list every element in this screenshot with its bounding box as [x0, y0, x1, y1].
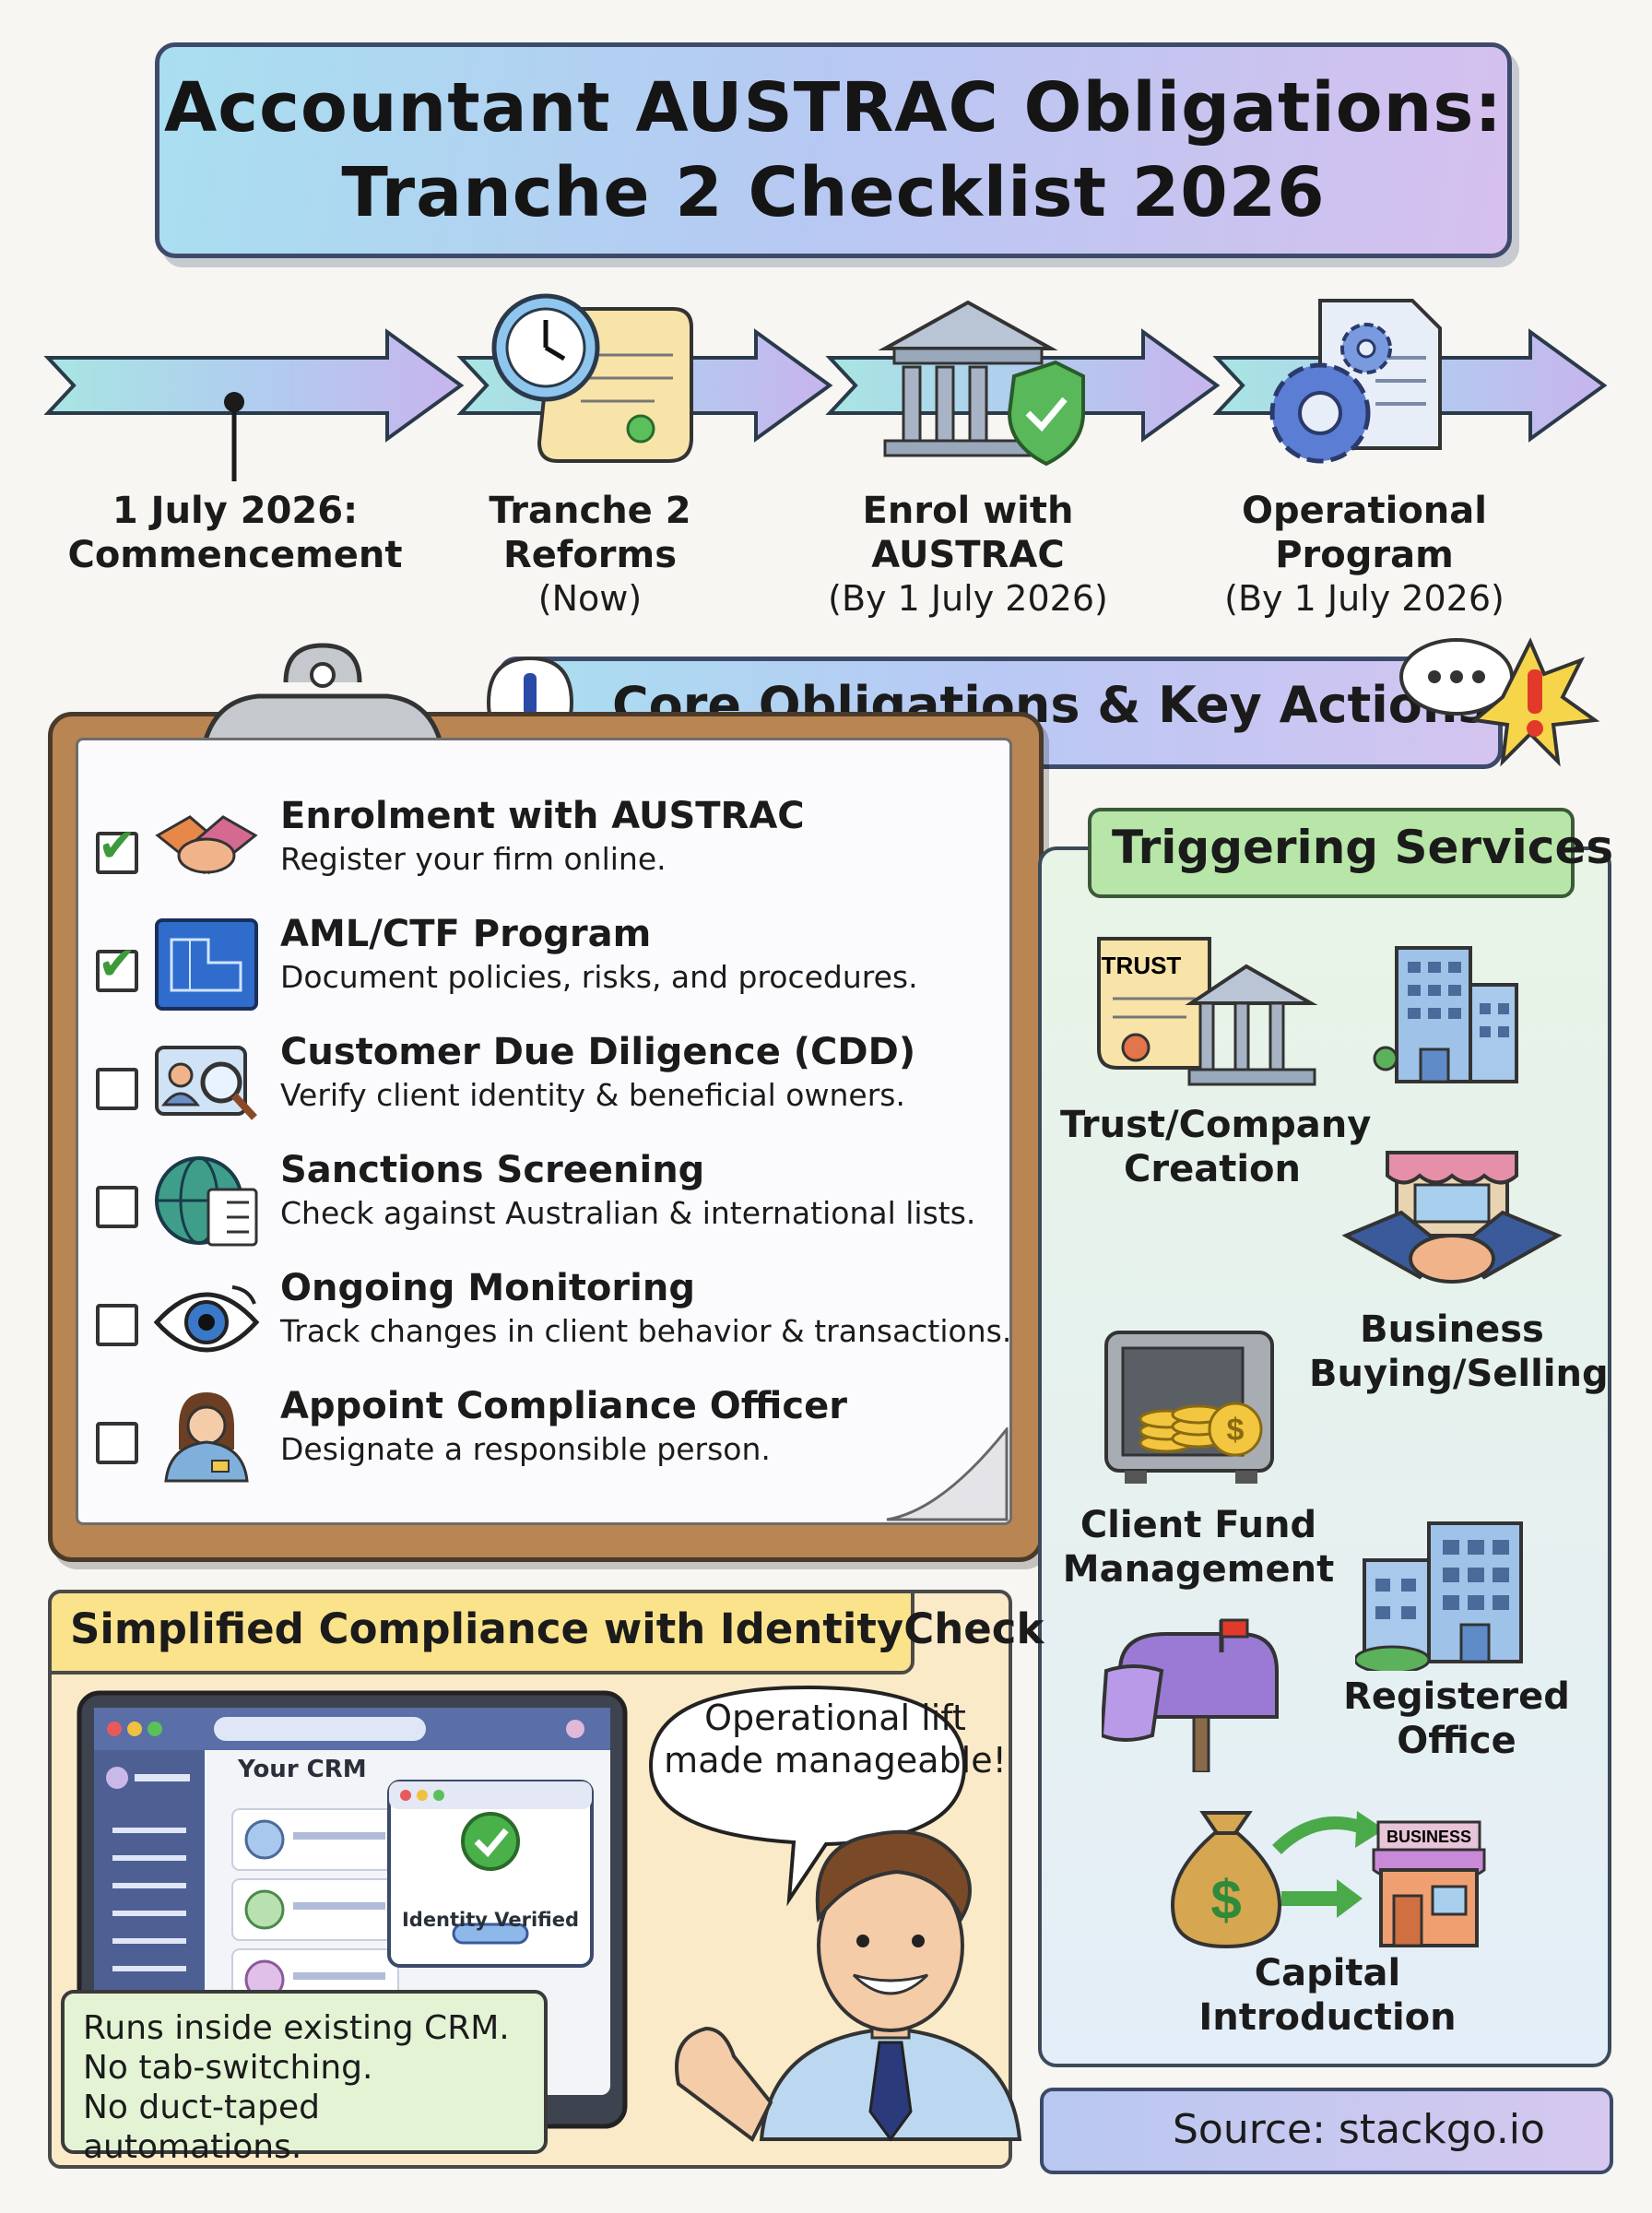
business-tag: BUSINESS — [1386, 1828, 1471, 1846]
trust-bank-icon: TRUST — [1097, 937, 1318, 1086]
timeline-step-1-line2: Commencement — [67, 534, 403, 576]
gears-document-icon — [1269, 299, 1442, 464]
service-trust-company: Trust/Company Creation — [1060, 1103, 1372, 1191]
page-curl — [886, 1427, 1009, 1521]
timeline-arrow-1 — [43, 328, 465, 443]
checkbox[interactable] — [96, 1068, 138, 1110]
simplified-compliance-heading: Simplified Compliance with IdentityCheck — [70, 1604, 1044, 1653]
service-trust-company-line1: Trust/Company — [1060, 1104, 1372, 1146]
crm-label: Your CRM — [238, 1756, 367, 1783]
svg-text:$: $ — [1210, 1869, 1241, 1931]
timeline-step-1-line1: 1 July 2026: — [112, 490, 359, 532]
alert-burst-icon — [1399, 637, 1599, 767]
checklist-item-title: Ongoing Monitoring — [280, 1267, 695, 1309]
id-card-magnifier-icon — [153, 1035, 260, 1130]
timeline-step-4-sub: (By 1 July 2026) — [1224, 578, 1504, 619]
svg-text:$: $ — [1227, 1413, 1245, 1448]
page-title-line2: Tranche 2 Checklist 2026 — [341, 153, 1326, 232]
checkbox[interactable] — [96, 1422, 138, 1464]
globe-checklist-icon — [153, 1153, 260, 1249]
presenter-character — [648, 1685, 1022, 2143]
service-business-buying: Business Buying/Selling — [1309, 1308, 1609, 1396]
moneybag-business-icon: $ BUSINESS — [1171, 1811, 1486, 1949]
timeline-step-3-line2: AUSTRAC — [871, 534, 1065, 576]
checklist-item-desc: Designate a responsible person. — [280, 1431, 771, 1467]
timeline-step-3: Enrol with AUSTRAC (By 1 July 2026) — [811, 489, 1125, 620]
service-business-buying-line1: Business — [1360, 1308, 1544, 1351]
checklist-item-title: Customer Due Diligence (CDD) — [280, 1031, 916, 1073]
service-registered-office-line1: Registered — [1343, 1675, 1570, 1718]
checkbox[interactable] — [96, 1186, 138, 1228]
service-client-fund-line1: Client Fund — [1080, 1504, 1317, 1546]
checklist-item: Customer Due Diligence (CDD) Verify clien… — [92, 1024, 1014, 1134]
page-title-line1: Accountant AUSTRAC Obligations: — [164, 68, 1503, 148]
speech-bubble: Operational lift made manageable! — [651, 1697, 1020, 1781]
timeline-step-4-line1: Operational — [1242, 490, 1487, 532]
source-badge: Source: stackgo.io — [1040, 2088, 1613, 2174]
checklist-item-desc: Register your firm online. — [280, 841, 667, 877]
checklist-item-desc: Document policies, risks, and procedures… — [280, 959, 918, 995]
service-registered-office-line2: Office — [1397, 1720, 1516, 1762]
speech-line1: Operational lift — [704, 1698, 966, 1738]
timeline-step-1: 1 July 2026: Commencement — [55, 489, 415, 577]
checklist-item-title: Sanctions Screening — [280, 1149, 705, 1191]
timeline-step-2-sub: (Now) — [537, 578, 643, 619]
speech-line2: made manageable! — [664, 1740, 1007, 1781]
service-trust-company-line2: Creation — [1124, 1148, 1301, 1190]
checkmark-icon: ✔ — [98, 937, 136, 990]
checkbox[interactable]: ✔ — [96, 941, 138, 992]
service-capital-introduction: Capital Introduction — [1180, 1951, 1475, 2040]
service-capital-introduction-line2: Introduction — [1198, 1996, 1457, 2039]
checklist-item-desc: Track changes in client behavior & trans… — [280, 1313, 1012, 1349]
checkbox[interactable] — [96, 1304, 138, 1346]
eye-icon — [153, 1271, 260, 1367]
blueprint-icon — [153, 917, 260, 1012]
crm-note-line3: No duct-taped automations. — [83, 2089, 320, 2166]
checklist-item-desc: Check against Australian & international… — [280, 1195, 976, 1231]
timeline-step-4: Operational Program (By 1 July 2026) — [1198, 489, 1530, 620]
timeline-step-4-line2: Program — [1275, 534, 1454, 576]
safe-coins-icon: $ — [1104, 1331, 1274, 1484]
service-business-buying-line2: Buying/Selling — [1309, 1353, 1609, 1395]
crm-note-line1: Runs inside existing CRM. — [83, 2009, 510, 2047]
timeline-step-3-line1: Enrol with — [862, 490, 1074, 532]
checklist-item-title: AML/CTF Program — [280, 913, 652, 955]
triggering-services-heading: Triggering Services — [1112, 821, 1614, 874]
timeline-step-2: Tranche 2 Reforms (Now) — [433, 489, 747, 620]
triggering-services-header — [1088, 808, 1575, 898]
title-banner: Accountant AUSTRAC Obligations: Tranche … — [155, 42, 1512, 258]
service-capital-introduction-line1: Capital — [1254, 1952, 1401, 1994]
crm-note-line2: No tab-switching. — [83, 2049, 373, 2087]
shop-handshake-icon — [1341, 1151, 1563, 1284]
checklist-item-desc: Verify client identity & beneficial owne… — [280, 1077, 905, 1113]
checklist-item: ✔ Enrolment with AUSTRAC Register your fir… — [92, 787, 1014, 898]
clock-scroll-icon — [491, 293, 693, 463]
crm-note-box: Runs inside existing CRM. No tab-switchi… — [61, 1990, 548, 2166]
mailbox-icon — [1102, 1618, 1279, 1772]
handshake-icon — [153, 799, 260, 894]
timeline-step-2-line1: Tranche 2 — [489, 490, 691, 532]
service-client-fund: Client Fund Management — [1051, 1503, 1346, 1592]
source-text: Source: stackgo.io — [1173, 2106, 1545, 2153]
bank-shield-icon — [878, 300, 1085, 467]
trust-tag: TRUST — [1102, 952, 1182, 979]
checklist-paper — [76, 738, 1012, 1525]
timeline-step-2-line2: Reforms — [502, 534, 678, 576]
checkbox[interactable]: ✔ — [96, 822, 138, 874]
office-buildings-icon — [1373, 946, 1518, 1083]
service-client-fund-line2: Management — [1062, 1548, 1335, 1591]
checkmark-icon: ✔ — [98, 819, 136, 872]
officer-icon — [153, 1389, 260, 1485]
simplified-compliance-header — [48, 1590, 914, 1675]
registered-office-buildings-icon — [1355, 1521, 1523, 1671]
identity-verified-label: Identity Verified — [401, 1909, 580, 1931]
service-registered-office: Registered Office — [1309, 1675, 1604, 1763]
timeline-step-3-sub: (By 1 July 2026) — [828, 578, 1108, 619]
checklist-item-title: Enrolment with AUSTRAC — [280, 795, 805, 837]
checklist-item-title: Appoint Compliance Officer — [280, 1385, 847, 1427]
